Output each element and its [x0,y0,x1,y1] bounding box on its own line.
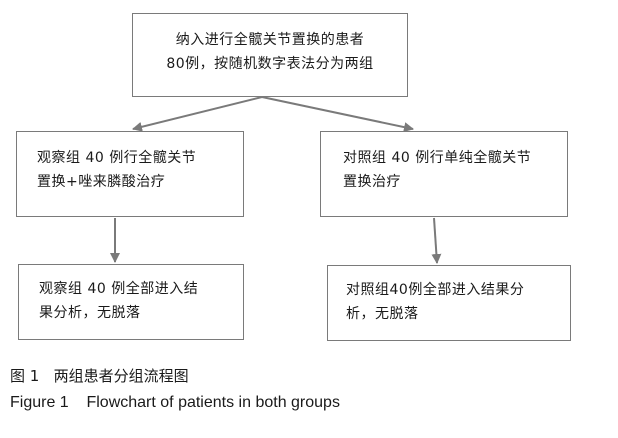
observation-result-box: 观察组 40 例全部进入结 果分析，无脱落 [18,264,244,340]
enrollment-box: 纳入进行全髋关节置换的患者 80例，按随机数字表法分为两组 [132,13,408,97]
figure-caption-english: Figure 1 Flowchart of patients in both g… [10,394,340,411]
enrollment-line-2: 80例，按随机数字表法分为两组 [166,56,374,72]
control-group-line-2: 置换治疗 [343,174,401,190]
arrow-top-to-control [261,96,414,133]
observation-result-line-2: 果分析，无脱落 [39,305,141,321]
arrow-control-to-result [431,217,442,264]
control-result-line-2: 析，无脱落 [346,306,419,322]
enrollment-line-1: 纳入进行全髋关节置换的患者 [175,32,365,48]
observation-result-line-1: 观察组 40 例全部进入结 [39,281,199,297]
figure-caption-chinese: 图 1 两组患者分组流程图 [10,367,189,385]
control-result-box: 对照组40例全部进入结果分 析，无脱落 [327,265,571,341]
control-group-line-1: 对照组 40 例行单纯全髋关节 [343,150,532,166]
observation-group-line-1: 观察组 40 例行全髋关节 [37,150,197,166]
control-group-box: 对照组 40 例行单纯全髋关节 置换治疗 [320,131,568,217]
observation-group-box: 观察组 40 例行全髋关节 置换+唑来膦酸治疗 [16,131,244,217]
control-result-line-1: 对照组40例全部进入结果分 [346,282,525,298]
observation-group-line-2: 置换+唑来膦酸治疗 [37,174,166,190]
arrow-top-to-observation [132,96,263,132]
